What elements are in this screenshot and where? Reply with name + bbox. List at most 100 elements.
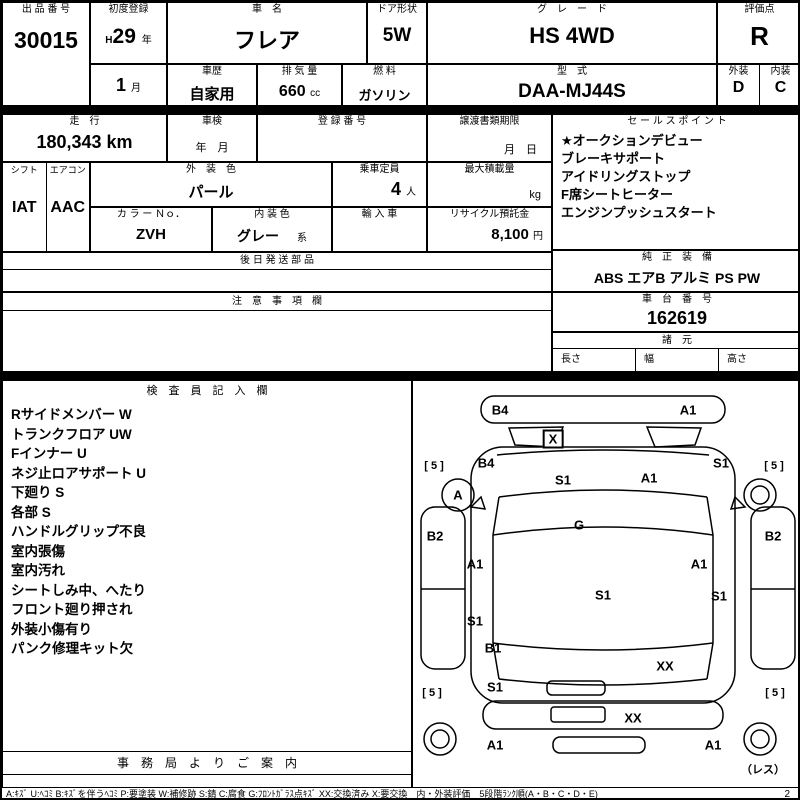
spec-width-label: 幅 [635, 349, 718, 371]
displacement-cell: 排 気 量 660 cc [257, 64, 342, 106]
page-number: 2 [784, 789, 790, 800]
notes-cell: 注 意 事 項 欄 [2, 292, 552, 372]
shift-block: シフト IAT [3, 163, 46, 251]
damage-mark: G [573, 517, 585, 533]
hood-line [496, 449, 710, 456]
year-value: 29 [112, 25, 136, 48]
notes-label: 注 意 事 項 欄 [3, 293, 551, 311]
transfer-deadline-value: 月 日 [504, 144, 537, 156]
transfer-deadline-label: 譲渡書類期限 [459, 116, 520, 127]
grade-label: グ レ ー ド [537, 4, 607, 15]
era-letter: H [105, 35, 113, 46]
damage-mark: S1 [713, 455, 729, 471]
displacement-value: 660 cc [258, 83, 341, 101]
interior-color-cell: 内 装 色 グレー 系 [212, 207, 332, 252]
sales-point-item: アイドリングストップ [561, 169, 691, 184]
inspector-note-item: 外装小傷有り [11, 621, 92, 637]
trunk-garnish [546, 680, 606, 696]
damage-mark: A1 [486, 737, 504, 753]
inspector-note-item: 室内汚れ [11, 563, 65, 578]
score-value: R [750, 21, 769, 51]
fuel-label: 燃 料 [373, 66, 396, 77]
fuel-value: ガソリン [358, 88, 411, 103]
recycle-deposit-label: リサイクル預託金 [449, 209, 530, 220]
inspector-title: 検 査 員 記 入 欄 [146, 385, 268, 397]
first-registration-year: H29 年 [91, 25, 166, 49]
capacity-unit: 人 [406, 187, 416, 198]
recycle-deposit-value: 8,100 円 [428, 226, 551, 243]
lot-number-cell: 出 品 番 号 30015 [2, 2, 90, 106]
lot-number-label: 出 品 番 号 [21, 4, 71, 15]
car-name-label: 車 名 [252, 4, 282, 15]
genuine-equipment-value: ABS エアB アルミ PS PW [593, 270, 761, 286]
damage-mark: [ 5 ] [764, 460, 784, 472]
max-load-unit: kg [529, 189, 541, 201]
sales-points-cell: セ ー ル ス ポ イ ン ト ★オークションデビューブレーキサポートアイドリン… [552, 114, 798, 250]
shift-label: シフト [10, 165, 38, 175]
inspection-cell: 車検 年 月 [167, 114, 257, 162]
spec-height-label: 高さ [718, 349, 798, 371]
exterior-color-label: 外 装 色 [186, 164, 236, 175]
mileage-value: 180,343 km [36, 132, 133, 152]
roof-edges [492, 535, 714, 643]
damage-mark: A1 [640, 470, 658, 486]
genuine-equipment-cell: 純 正 装 備 ABS エアB アルミ PS PW [552, 250, 798, 292]
damage-mark: [ 5 ] [424, 460, 444, 472]
wheel-front-right [743, 478, 777, 512]
wheel-front-right-inner [750, 485, 770, 505]
damage-mark: B2 [764, 528, 782, 544]
inspector-note-item: 下廻り S [11, 485, 65, 500]
car-diagram-svg [420, 395, 796, 756]
spec-length-label: 長さ [561, 354, 581, 365]
first-registration-cell: 初度登録 H29 年 [90, 2, 167, 64]
inspector-note-item: 各部 S [11, 504, 51, 520]
exterior-score: 外装 D [718, 65, 759, 105]
capacity-number: 4 [390, 179, 401, 199]
front-bumper [480, 395, 726, 424]
inspector-note-item: ハンドルグリップ不良 [11, 524, 146, 539]
damage-mark: XX [624, 710, 642, 726]
car-outline [420, 395, 796, 756]
color-number-cell: カ ラ ー Ｎｏ． ZVH [90, 207, 212, 252]
mileage-label: 走 行 [69, 116, 100, 127]
interior-color-name: グレー [237, 228, 280, 244]
inspector-note-item: 室内張傷 [11, 543, 65, 559]
recycle-unit: 円 [533, 231, 543, 242]
car-history-cell: 車歴 自家用 [167, 64, 257, 106]
first-registration-label: 初度登録 [108, 4, 149, 15]
fuel-cell: 燃 料 ガソリン [342, 64, 427, 106]
sales-point-item: エンジンプッシュスタート [561, 205, 717, 220]
chassis-number-value: 162619 [646, 308, 708, 328]
damage-mark: S1 [595, 587, 611, 603]
damage-mark: （レス） [741, 764, 785, 776]
damage-mark: B4 [491, 402, 509, 418]
side-panel-right [750, 506, 796, 670]
registration-number-cell: 登 録 番 号 [257, 114, 427, 162]
rear-window-sides [492, 642, 714, 680]
displacement-number: 660 [278, 83, 306, 100]
door-shape-value: 5W [382, 25, 412, 46]
damage-mark: B2 [426, 528, 444, 544]
model-code-label: 型 式 [557, 66, 587, 77]
inspector-note-item: Rサイドメンバー W [11, 407, 132, 422]
car-history-value: 自家用 [189, 86, 235, 103]
shift-aircon-cell: シフト IAT エアコン AAC [2, 162, 90, 252]
chassis-number-label: 車 台 番 号 [642, 294, 712, 305]
wheel-rear-right [743, 722, 777, 756]
damage-mark: [ 5 ] [765, 687, 785, 699]
damage-mark: B1 [484, 640, 502, 656]
rear-window-top [492, 642, 714, 651]
sales-points-label: セ ー ル ス ポ イ ン ト [627, 116, 727, 127]
office-info-band: 事 務 局 よ り ご 案 内 [3, 751, 411, 775]
interior-label: 内装 [770, 66, 791, 77]
damage-mark: A [453, 487, 463, 503]
specs-cell: 諸 元 長さ 幅 高さ [552, 332, 798, 372]
door-shape-label: ドア形状 [377, 4, 417, 15]
capacity-cell: 乗車定員 4 人 [332, 162, 427, 207]
wheel-front-left [441, 478, 475, 512]
sales-point-item: F席シートヒーター [561, 187, 673, 202]
interior-color-suffix: 系 [296, 233, 307, 244]
damage-mark: X [542, 429, 564, 449]
